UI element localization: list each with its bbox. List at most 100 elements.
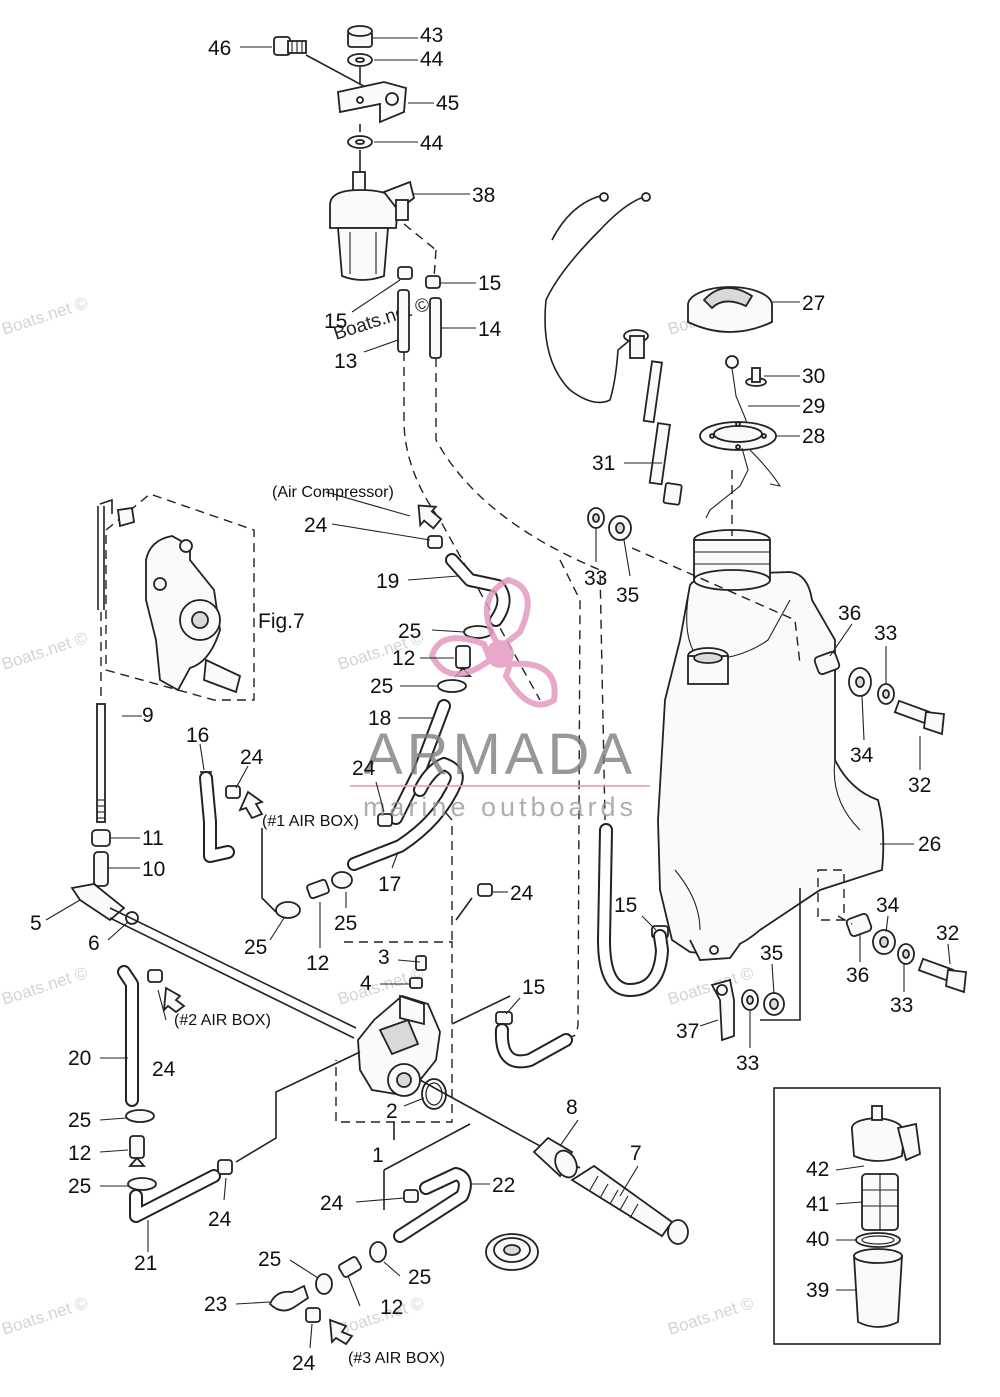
check-valve-12-mid: [306, 878, 330, 900]
callout-35: 35: [616, 584, 639, 607]
callout-33: 33: [584, 567, 607, 590]
callout-30: 30: [802, 365, 825, 388]
callout-34: 34: [876, 894, 900, 917]
callout-24: 24: [292, 1352, 316, 1375]
clamp-25-left-upper: [125, 1109, 155, 1123]
callout-3: 3: [378, 946, 390, 969]
callout-23: 23: [204, 1293, 227, 1316]
ring-tether-2: [749, 449, 782, 487]
callout-24: 24: [320, 1192, 344, 1215]
oil-pump-1: [335, 941, 453, 1123]
filler-cap-27: [687, 286, 773, 333]
clamp-24-bottom: [305, 1307, 321, 1323]
armada-logo-watermark: ARMADA marine outboards: [350, 576, 650, 822]
callout-39: 39: [806, 1279, 829, 1302]
callout-25: 25: [68, 1109, 91, 1132]
callout-25: 25: [408, 1266, 431, 1289]
oil-seal: [485, 1233, 539, 1271]
clamp-24-hose17: [377, 813, 393, 827]
fuel-filter-38: [329, 171, 416, 281]
clamp-24-airbox1: [225, 785, 241, 799]
oil-tank-26: [651, 529, 885, 961]
callout-43: 43: [420, 24, 443, 47]
figure-label-fig7: Fig.7: [258, 610, 305, 633]
mount-line: [760, 888, 801, 1021]
control-rod: [109, 907, 357, 1029]
annotation-notes: (Air Compressor) (#1 AIR BOX) (#2 AIR BO…: [174, 484, 445, 1367]
callout-15: 15: [324, 310, 347, 333]
callout-24: 24: [510, 882, 534, 905]
callout-25: 25: [334, 912, 357, 935]
clamp-25-bottom-left: [315, 1273, 333, 1295]
callout-38: 38: [472, 184, 495, 207]
callout-40: 40: [806, 1228, 829, 1251]
washer-44-bottom: [347, 135, 373, 149]
tube-13: [397, 289, 410, 353]
callout-14: 14: [478, 318, 502, 341]
callout-45: 45: [436, 92, 459, 115]
watermark-text: Boats.net ©: [0, 293, 90, 339]
clamp-24-pump: [477, 883, 493, 897]
callout-18: 18: [368, 707, 391, 730]
callout-31: 31: [592, 452, 615, 475]
oil-level-gauge-31: [544, 192, 683, 506]
cap-clip-30: [725, 355, 767, 387]
clamp-25-lower: [437, 679, 467, 693]
note-air-compressor: (Air Compressor): [272, 484, 394, 501]
leader-lines: [45, 37, 951, 1349]
callout-24: 24: [152, 1058, 176, 1081]
callout-7: 7: [630, 1142, 642, 1165]
clamp-24-hose22: [403, 1189, 419, 1203]
filler-ring-28: [699, 421, 777, 451]
callout-17: 17: [378, 873, 401, 896]
clamp-25-mid-right: [331, 871, 353, 889]
callout-32: 32: [936, 922, 959, 945]
arrow-air-box-1: [238, 790, 264, 820]
watermark-text: Boats.net ©: [0, 1293, 90, 1339]
watermark-text: Boats.net ©: [665, 1293, 756, 1339]
arrow-air-box-2: [162, 986, 186, 1014]
callout-21: 21: [134, 1252, 157, 1275]
callout-44: 44: [420, 48, 444, 71]
callout-12: 12: [306, 952, 329, 975]
callout-35: 35: [760, 942, 783, 965]
callout-25: 25: [370, 675, 393, 698]
fig7-inset: [105, 493, 255, 701]
callout-24: 24: [304, 514, 328, 537]
callout-16: 16: [186, 724, 209, 747]
bolt-32-lower: [917, 957, 967, 994]
bracket-37: [710, 978, 735, 1042]
nut-11: [91, 829, 111, 847]
callout-24: 24: [208, 1208, 232, 1231]
brand-tagline: marine outboards: [363, 792, 637, 822]
drive-shaft-7: [570, 1164, 689, 1245]
link-5: [70, 883, 126, 922]
callout-29: 29: [802, 395, 825, 418]
callout-13: 13: [334, 350, 357, 373]
washer-33-top: [587, 507, 605, 529]
collar-36-upper: [813, 651, 841, 675]
fuel-line-path-14: [435, 358, 606, 821]
callout-25: 25: [68, 1175, 91, 1198]
arrow-air-box-3: [328, 1318, 354, 1346]
callout-33: 33: [736, 1052, 759, 1075]
bolt-32-upper: [893, 699, 945, 736]
callout-33: 33: [890, 994, 913, 1017]
clamp-24-hose21: [217, 1159, 233, 1175]
mount-dash-lower: [837, 915, 853, 925]
callout-12: 12: [392, 647, 415, 670]
grommet-34-upper: [848, 667, 872, 697]
nut-43: [347, 25, 373, 48]
note-air-box-1: (#1 AIR BOX): [262, 813, 359, 830]
clamp-25-mid-left: [275, 901, 301, 919]
joint-10: [93, 851, 109, 887]
callout-4: 4: [360, 972, 372, 995]
grommet-35-top: [608, 515, 632, 541]
callout-15: 15: [614, 894, 637, 917]
callout-25: 25: [244, 936, 267, 959]
watermark-text: Boats.net ©: [0, 963, 90, 1009]
callout-25: 25: [398, 620, 421, 643]
callout-15: 15: [478, 272, 501, 295]
callout-33: 33: [874, 622, 897, 645]
check-valve-12-left: [128, 1135, 146, 1167]
